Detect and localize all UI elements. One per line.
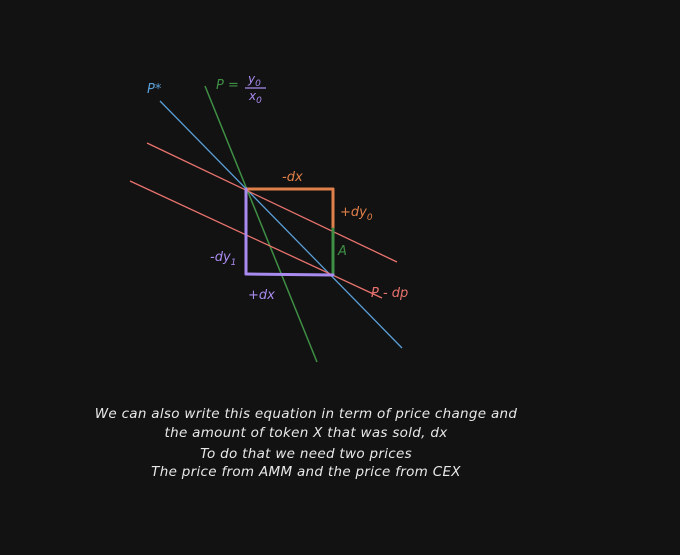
a-label: A xyxy=(337,244,347,259)
p-eq-prefix: P = xyxy=(216,78,239,93)
caption-line-4: The price from AMM and the price from CE… xyxy=(151,464,461,480)
caption-line-2: the amount of token X that was sold, dx xyxy=(164,425,448,441)
p-star-label: P* xyxy=(147,82,162,97)
plus-dy0-label: +dy0 xyxy=(340,205,373,223)
p-minus-dp-label: P - dp xyxy=(371,286,408,301)
plus-dx-label: +dx xyxy=(248,288,275,303)
p-eq-numerator: y0 xyxy=(247,72,261,89)
minus-dy1-label: -dy1 xyxy=(210,250,236,268)
p-minus-dp-line xyxy=(129,180,383,299)
p-eq-denominator: x0 xyxy=(248,89,262,106)
caption-line-3: To do that we need two prices xyxy=(200,446,412,462)
minus-dx-label: -dx xyxy=(282,170,303,185)
p-equals-label: P = y0 x0 xyxy=(216,72,266,106)
p-star-line xyxy=(159,100,403,349)
upper-red-line xyxy=(146,142,398,263)
p-line xyxy=(204,85,318,363)
caption-line-1: We can also write this equation in term … xyxy=(94,406,518,422)
plus-dx-segment xyxy=(244,272,335,277)
